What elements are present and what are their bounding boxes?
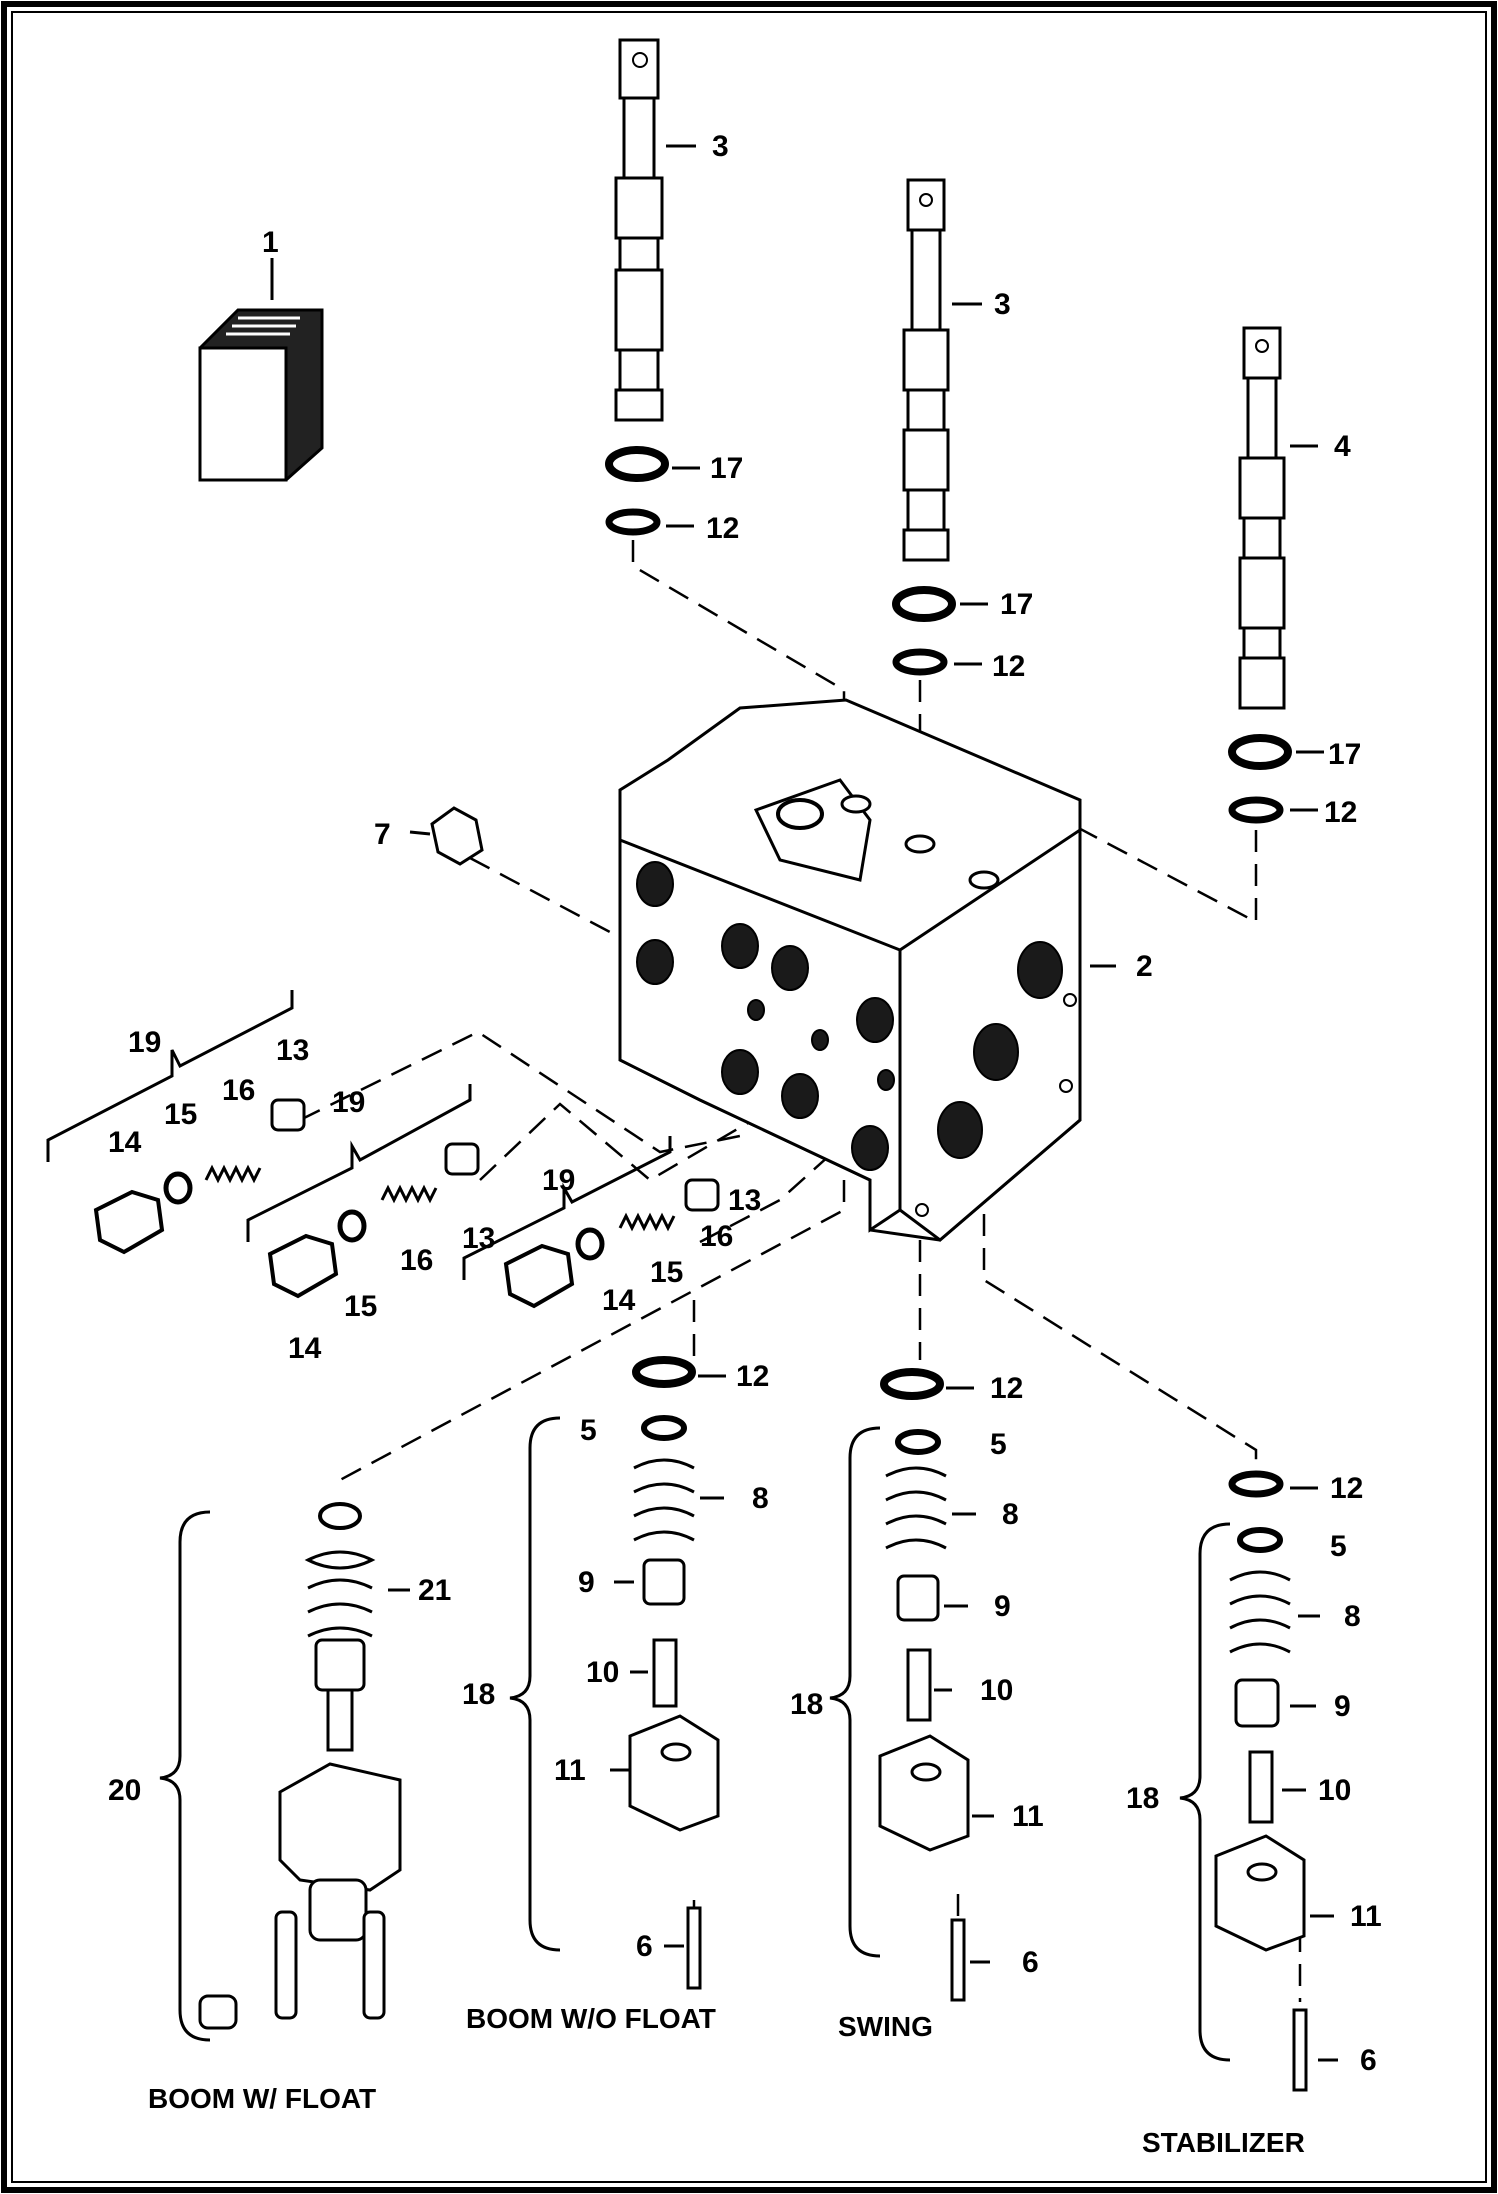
label-13-c: 13 (728, 1184, 761, 1217)
label-17-left: 17 (710, 452, 743, 485)
label-5-stabilizer: 5 (1330, 1530, 1347, 1563)
label-19-c: 19 (542, 1164, 575, 1197)
label-17-middle: 17 (1000, 588, 1033, 621)
captions: BOOM W/ FLOAT BOOM W/O FLOAT SWING STABI… (148, 2003, 1305, 2158)
part-4-spool-right (1238, 326, 1318, 710)
label-12-middle: 12 (992, 650, 1025, 683)
column-stabilizer (1179, 1470, 1338, 2092)
label-11-swing: 11 (1012, 1800, 1044, 1833)
label-8-stabilizer: 8 (1344, 1600, 1361, 1633)
label-19-a: 19 (128, 1026, 161, 1059)
part-3-spool-left (614, 38, 696, 422)
label-13-b: 13 (462, 1222, 495, 1255)
label-19-b: 19 (332, 1086, 365, 1119)
relief-assemblies-19 (46, 990, 720, 1309)
part-2-valve-body (618, 698, 1116, 1242)
label-16-a: 16 (222, 1074, 255, 1107)
caption-swing: SWING (838, 2011, 933, 2042)
label-13-a: 13 (276, 1034, 309, 1067)
label-8-swing: 8 (1002, 1498, 1019, 1531)
label-2: 2 (1136, 950, 1153, 983)
label-11-boom-wo: 11 (554, 1754, 586, 1787)
label-10-swing: 10 (980, 1674, 1013, 1707)
label-9-boom-wo: 9 (578, 1566, 595, 1599)
column-boom-wo-float (509, 1356, 726, 1990)
label-18-stabilizer: 18 (1126, 1782, 1159, 1815)
label-10-boom-wo: 10 (586, 1656, 619, 1689)
caption-stabilizer: STABILIZER (1142, 2127, 1305, 2158)
label-1: 1 (262, 226, 279, 259)
label-15-a: 15 (164, 1098, 197, 1131)
part-7-plug (409, 806, 484, 866)
label-4: 4 (1334, 430, 1351, 463)
label-6-swing: 6 (1022, 1946, 1039, 1979)
frame-inner (11, 11, 1487, 2183)
label-14-a: 14 (108, 1126, 142, 1159)
label-6-boom-wo: 6 (636, 1930, 653, 1963)
label-10-stabilizer: 10 (1318, 1774, 1351, 1807)
label-5-boom-wo: 5 (580, 1414, 597, 1447)
label-16-c: 16 (700, 1220, 733, 1253)
label-14-c: 14 (602, 1284, 636, 1317)
label-8-boom-wo: 8 (752, 1482, 769, 1515)
label-18-swing: 18 (790, 1688, 823, 1721)
label-3-left: 3 (712, 130, 729, 163)
part-3-spool-middle (902, 178, 982, 562)
assembly-20-boom-float (159, 1502, 410, 2042)
label-6-stabilizer: 6 (1360, 2044, 1377, 2077)
label-15-b: 15 (344, 1290, 377, 1323)
label-16-b: 16 (400, 1244, 433, 1277)
label-21: 21 (418, 1574, 451, 1607)
label-20: 20 (108, 1774, 141, 1807)
label-12-swing: 12 (990, 1372, 1023, 1405)
part-labels: 1 3 3 4 17 12 17 12 17 12 7 2 19 13 16 1… (108, 130, 1382, 2077)
label-14-b: 14 (288, 1332, 322, 1365)
label-5-swing: 5 (990, 1428, 1007, 1461)
label-3-middle: 3 (994, 288, 1011, 321)
label-15-c: 15 (650, 1256, 683, 1289)
label-18-boom-wo: 18 (462, 1678, 495, 1711)
part-1-kit-box (198, 258, 324, 482)
label-9-stabilizer: 9 (1334, 1690, 1351, 1723)
column-swing (829, 1368, 994, 2002)
label-11-stabilizer: 11 (1350, 1900, 1382, 1933)
label-17-right: 17 (1328, 738, 1361, 771)
label-12-left: 12 (706, 512, 739, 545)
caption-boom-float: BOOM W/ FLOAT (148, 2083, 376, 2114)
label-7: 7 (374, 818, 391, 851)
label-12-stabilizer: 12 (1330, 1472, 1363, 1505)
label-9-swing: 9 (994, 1590, 1011, 1623)
seals-top (605, 446, 1324, 824)
label-12-right: 12 (1324, 796, 1357, 829)
label-12-boom-wo: 12 (736, 1360, 769, 1393)
caption-boom-wo-float: BOOM W/O FLOAT (466, 2003, 716, 2034)
